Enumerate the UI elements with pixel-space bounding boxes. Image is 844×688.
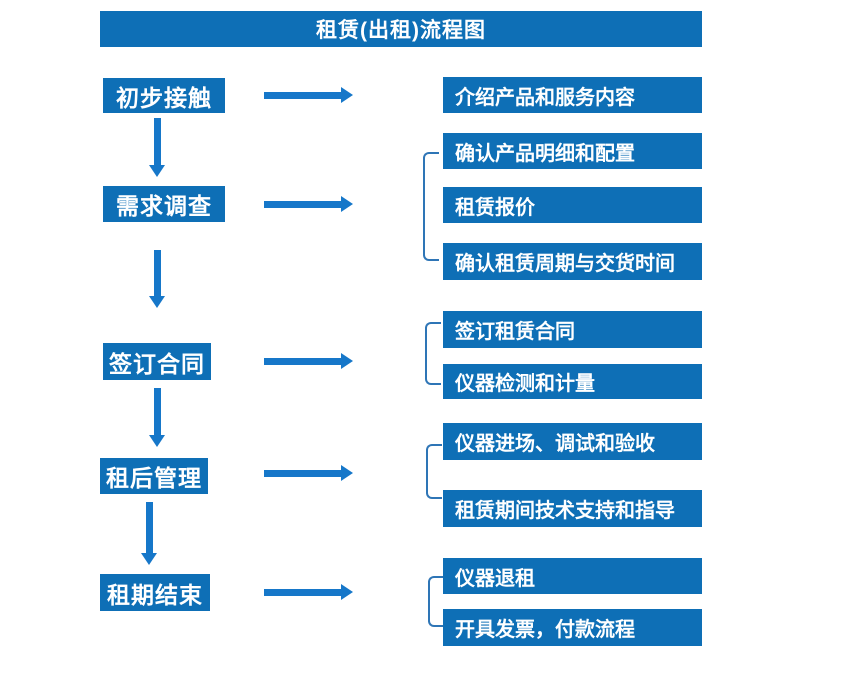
detail-box-1-1: 介绍产品和服务内容: [443, 77, 702, 113]
arrow-shaft: [154, 118, 161, 166]
arrow-shaft: [264, 470, 342, 477]
arrow-head: [149, 165, 165, 177]
detail-box-2-3: 确认租赁周期与交货时间: [443, 243, 702, 280]
arrow-head: [149, 435, 165, 447]
arrow-head: [341, 353, 353, 369]
bracket-icon-4: [428, 576, 444, 627]
detail-box-5-2: 开具发票，付款流程: [443, 609, 702, 646]
arrow-head: [149, 296, 165, 308]
detail-box-2-1: 确认产品明细和配置: [443, 133, 702, 169]
arrow-shaft: [146, 502, 153, 554]
arrow-down-icon-4: [141, 502, 158, 565]
arrow-head: [341, 584, 353, 600]
detail-box-2-2: 租赁报价: [443, 187, 702, 223]
arrow-right-icon-4: [264, 465, 353, 482]
step-box-2: 需求调查: [103, 186, 225, 222]
detail-box-3-1: 签订租赁合同: [443, 311, 702, 348]
detail-box-4-1: 仪器进场、调试和验收: [443, 423, 702, 460]
arrow-right-icon-3: [264, 353, 353, 370]
step-box-1: 初步接触: [103, 78, 225, 113]
arrow-head: [141, 553, 157, 565]
bracket-icon-1: [423, 152, 439, 261]
bracket-icon-3: [426, 444, 442, 499]
arrow-head: [341, 196, 353, 212]
arrow-shaft: [264, 201, 342, 208]
arrow-shaft: [154, 250, 161, 297]
arrow-shaft: [154, 388, 161, 436]
step-box-4: 租后管理: [100, 458, 208, 494]
detail-box-5-1: 仪器退租: [443, 558, 702, 594]
arrow-right-icon-5: [264, 584, 353, 601]
arrow-right-icon-2: [264, 196, 353, 213]
arrow-shaft: [264, 589, 342, 596]
arrow-head: [341, 465, 353, 481]
step-box-3: 签订合同: [103, 343, 211, 380]
arrow-down-icon-2: [149, 250, 166, 308]
bracket-icon-2: [425, 322, 441, 385]
arrow-right-icon-1: [264, 87, 353, 104]
detail-box-3-2: 仪器检测和计量: [443, 364, 702, 399]
arrow-shaft: [264, 358, 342, 365]
arrow-head: [341, 87, 353, 103]
arrow-down-icon-3: [149, 388, 166, 447]
detail-box-4-2: 租赁期间技术支持和指导: [443, 490, 702, 527]
step-box-5: 租期结束: [100, 574, 210, 611]
arrow-shaft: [264, 92, 342, 99]
arrow-down-icon-1: [149, 118, 166, 177]
flowchart-title: 租赁(出租)流程图: [100, 11, 702, 47]
